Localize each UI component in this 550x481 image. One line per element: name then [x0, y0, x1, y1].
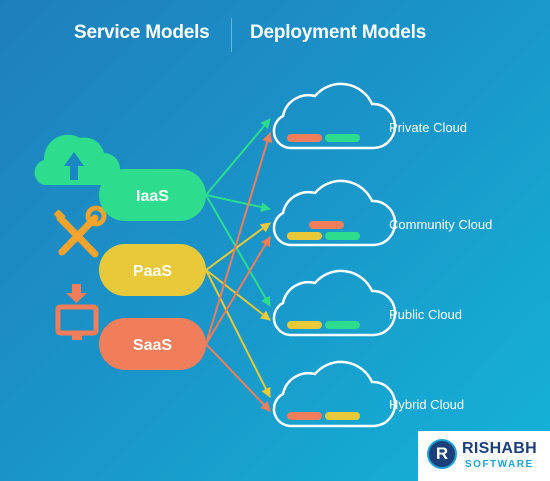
- cloud-bar: [325, 321, 360, 329]
- connection-arrow: [205, 269, 271, 398]
- connection-arrow: [205, 269, 271, 321]
- connection-arrow: [205, 132, 273, 345]
- cloud-private: Private Cloud: [272, 82, 467, 150]
- cloud-bar: [287, 232, 322, 240]
- rishabh-software-logo: R RISHABH SOFTWARE: [418, 431, 550, 481]
- header-divider: [231, 18, 232, 52]
- connection-arrow: [205, 194, 271, 212]
- connection-arrow: [205, 236, 271, 345]
- tools-icon: [53, 205, 107, 258]
- connection-arrow: [205, 194, 271, 307]
- cloud-bar: [287, 412, 322, 420]
- cloud-label: Community Cloud: [389, 217, 492, 232]
- header: Service Models Deployment Models: [0, 0, 550, 68]
- monitor-download-icon: [55, 284, 99, 340]
- logo-wordmark-top: RISHABH: [462, 440, 537, 457]
- deployment-models-heading: Deployment Models: [250, 22, 427, 43]
- cloud-hybrid: Hybrid Cloud: [272, 360, 464, 428]
- cloud-bars: [287, 134, 360, 420]
- pill-label: PaaS: [133, 263, 172, 280]
- cloud-label: Public Cloud: [389, 307, 462, 322]
- deployment-clouds: Private Cloud Community Cloud Public Clo…: [272, 82, 492, 428]
- pill-label: SaaS: [133, 337, 172, 354]
- cloud-label: Hybrid Cloud: [389, 397, 464, 412]
- cloud-bar: [325, 232, 360, 240]
- cloud-bar: [325, 412, 360, 420]
- connection-arrow: [205, 343, 271, 412]
- cloud-bar: [309, 221, 344, 229]
- cloud-bar: [325, 134, 360, 142]
- cloud-upload-icon: [34, 134, 120, 185]
- cloud-bar: [287, 321, 322, 329]
- pill-label: IaaS: [136, 188, 169, 205]
- pill-paas: PaaS: [99, 244, 206, 296]
- cloud-public: Public Cloud: [272, 269, 462, 337]
- cloud-label: Private Cloud: [389, 120, 467, 135]
- connection-arrow: [205, 118, 271, 196]
- cloud-bar: [287, 134, 322, 142]
- pill-iaas: IaaS: [99, 169, 206, 221]
- pill-saas: SaaS: [99, 318, 206, 370]
- service-models-heading: Service Models: [74, 22, 210, 43]
- connection-arrow: [205, 222, 271, 271]
- logo-badge: R: [427, 439, 457, 469]
- logo-wordmark-bottom: SOFTWARE: [465, 459, 534, 470]
- connections: [205, 118, 273, 412]
- cloud-community: Community Cloud: [272, 179, 492, 247]
